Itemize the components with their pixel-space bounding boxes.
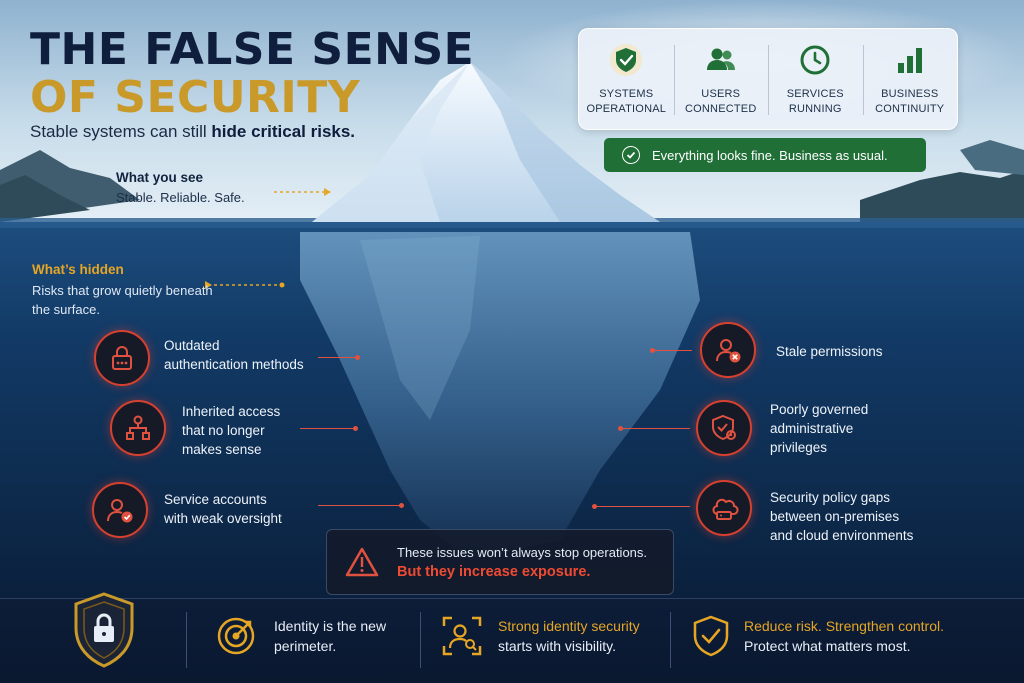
status-banner-text: Everything looks fine. Business as usual… [652,147,888,163]
shield-check-icon [610,44,643,76]
users-icon [706,48,735,70]
risk-policy-gaps-line2: between on-premises [770,509,900,524]
title-line-1: THE FALSE SENSE [30,24,475,75]
risk-admin-privileges-line2: administrative [770,421,854,436]
risk-inherited-access-line1: Inherited access [182,404,281,419]
status-services: SERVICES RUNNING [768,29,863,129]
footer-bar [0,598,1024,683]
connector-line [318,355,360,360]
footer-item-protect: Reduce risk. Strengthen control. Protect … [744,616,944,656]
risk-admin-privileges-line1: Poorly governed [770,402,869,417]
hierarchy-icon [110,400,166,456]
subtitle: Stable systems can still hide critical r… [30,122,355,142]
status-users-line2: CONNECTED [685,103,757,115]
status-business: BUSINESS CONTINUITY [862,29,958,129]
user-scan-icon [442,616,482,656]
hidden-heading: What’s hidden [32,262,124,277]
footer-item-visibility-line2: starts with visibility. [498,638,616,654]
risk-service-accounts: Service accounts with weak oversight [164,490,282,528]
risk-policy-gaps-line3: and cloud environments [770,528,914,543]
clock-icon [800,45,830,75]
footer-divider [670,612,671,668]
footer-item-visibility: Strong identity security starts with visi… [498,616,640,656]
visible-text: Stable. Reliable. Safe. [116,190,245,205]
status-banner: Everything looks fine. Business as usual… [604,138,926,172]
warning-box: These issues won’t always stop operation… [326,529,674,595]
title-line-2: OF SECURITY [30,72,361,123]
connector-line [650,348,692,353]
footer-item-protect-line2: Protect what matters most. [744,638,911,654]
user-check-icon [92,482,148,538]
status-systems: SYSTEMS OPERATIONAL [579,29,674,129]
subtitle-plain: Stable systems can still [30,122,212,141]
footer-item-perimeter-line1: Identity is the new [274,618,387,634]
risk-inherited-access: Inherited access that no longer makes sens… [182,402,280,459]
status-users-line1: USERS [701,88,741,100]
footer-item-protect-line1: Reduce risk. Strengthen control. [744,618,944,634]
connector-line [300,426,358,431]
footer-item-perimeter: Identity is the new perimeter. [274,616,386,656]
cloud-server-icon [696,480,752,536]
connector-line [318,503,404,508]
subtitle-bold: hide critical risks. [211,122,356,141]
warning-line-1: These issues won’t always stop operation… [397,544,648,560]
check-circle-icon [622,146,640,164]
risk-stale-permissions: Stale permissions [776,342,883,361]
bar-chart-icon [897,48,922,73]
risk-outdated-auth-line1: Outdated [164,338,220,353]
warning-triangle-icon [345,547,379,577]
status-systems-line1: SYSTEMS [599,88,654,100]
status-business-line2: CONTINUITY [875,103,945,115]
risk-stale-permissions-line1: Stale permissions [776,344,883,359]
status-services-line2: RUNNING [788,103,842,115]
risk-inherited-access-line3: makes sense [182,442,262,457]
warning-line-2: But they increase exposure. [397,563,591,580]
page-title: THE FALSE SENSE OF SECURITY [30,26,474,122]
connector-line [592,504,690,509]
footer-divider [186,612,187,668]
shield-check-icon [693,615,729,657]
shield-gear-icon [696,400,752,456]
target-icon [217,617,255,655]
risk-outdated-auth: Outdated authentication methods [164,336,304,374]
hidden-text: Risks that grow quietly beneath the surf… [32,283,213,317]
status-services-line1: SERVICES [786,88,844,100]
status-systems-line2: OPERATIONAL [586,103,667,115]
risk-outdated-auth-line2: authentication methods [164,357,304,372]
risk-inherited-access-line2: that no longer [182,423,265,438]
risk-policy-gaps: Security policy gaps between on-premises a… [770,488,913,545]
status-panel: SYSTEMS OPERATIONAL USERS CONNECTED SERVIC… [578,28,958,130]
status-users: USERS CONNECTED [673,29,769,129]
risk-service-accounts-line1: Service accounts [164,492,267,507]
risk-policy-gaps-line1: Security policy gaps [770,490,891,505]
lock-password-icon [94,330,150,386]
footer-item-perimeter-line2: perimeter. [274,638,337,654]
risk-admin-privileges: Poorly governed administrative privileges [770,400,868,457]
risk-admin-privileges-line3: privileges [770,440,828,455]
status-business-line1: BUSINESS [881,88,939,100]
shield-lock-icon [74,592,134,668]
user-x-icon [700,322,756,378]
connector-line [618,426,690,431]
visible-heading: What you see [116,170,204,185]
footer-item-visibility-line1: Strong identity security [498,618,640,634]
footer-divider [420,612,421,668]
risk-service-accounts-line2: with weak oversight [164,511,282,526]
